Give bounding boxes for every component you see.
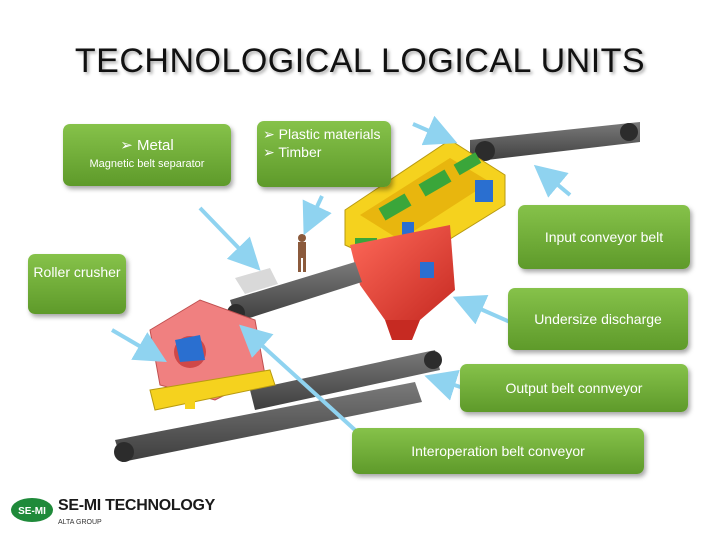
callout-magnetic-bullet: Metal (63, 136, 231, 154)
callout-timber-bullet: Timber (257, 144, 391, 161)
logo-mark-text: SE-MI (18, 506, 46, 517)
callout-plastic-timber: Plastic materials Timber (257, 121, 391, 187)
callout-magnetic-separator: Metal Magnetic belt separator (63, 124, 231, 186)
callout-input-conveyor-label: Input conveyor belt (545, 229, 663, 245)
callout-roller-crusher: Roller crusher (28, 254, 126, 314)
middle-conveyor-belt (227, 262, 362, 322)
operator-figure (298, 234, 306, 272)
input-conveyor-belt (470, 122, 640, 162)
callout-roller-crusher-label: Roller crusher (33, 264, 120, 280)
callout-undersize-discharge: Undersize discharge (508, 288, 688, 350)
callout-output-belt-label: Output belt connveyor (506, 380, 643, 396)
logo-tagline: ALTA GROUP (58, 519, 102, 526)
callout-interoperation-belt: Interoperation belt conveyor (352, 428, 644, 474)
callout-interoperation-label: Interoperation belt conveyor (411, 443, 585, 459)
callout-input-conveyor: Input conveyor belt (518, 205, 690, 269)
callout-plastic-bullet: Plastic materials (257, 121, 391, 144)
undersize-hopper (350, 225, 455, 340)
logo-company-name: SE-MI TECHNOLOGY (58, 497, 215, 515)
callout-magnetic-sub: Magnetic belt separator (63, 158, 231, 170)
callout-undersize-label: Undersize discharge (534, 311, 662, 327)
callout-output-belt: Output belt connveyor (460, 364, 688, 412)
